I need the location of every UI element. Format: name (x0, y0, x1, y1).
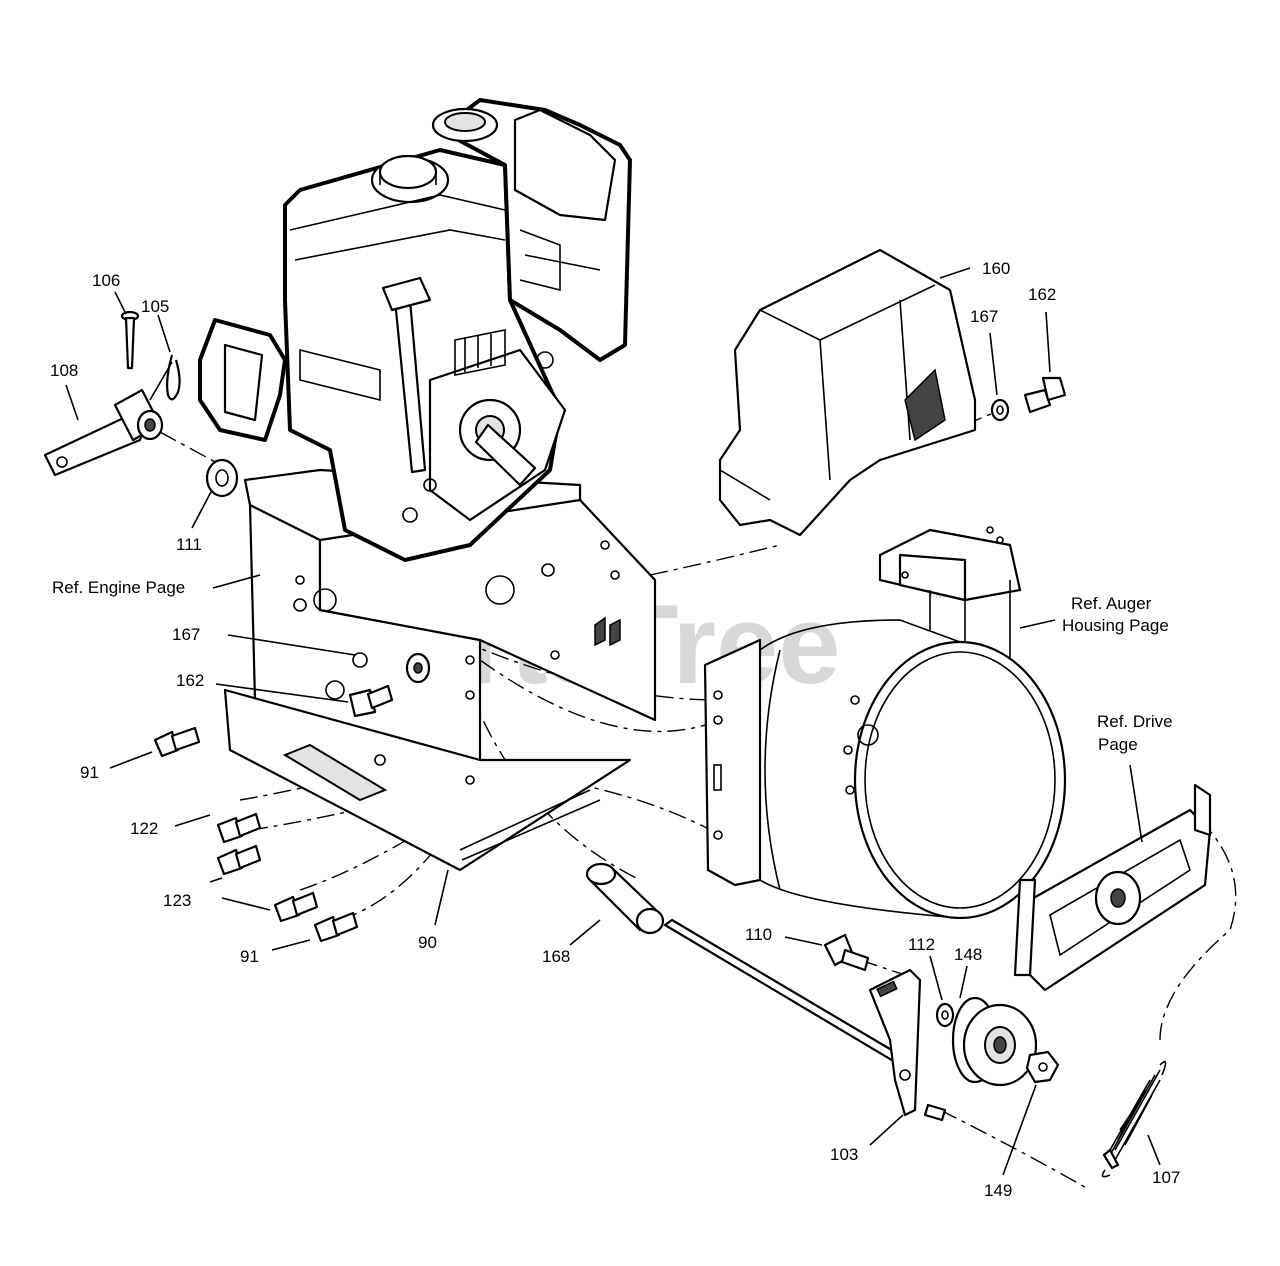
belt-cover-160 (718, 248, 977, 537)
ref-auger-line2: Housing Page (1062, 616, 1169, 635)
callout-91-upper: 91 (80, 763, 99, 782)
callout-110: 110 (745, 925, 772, 944)
ref-drive-line1: Ref. Drive (1097, 712, 1173, 731)
spacer-168 (585, 862, 665, 935)
washer-167-right (990, 398, 1010, 422)
nut-149 (1025, 1050, 1060, 1084)
callout-162-right: 162 (1028, 285, 1056, 304)
callout-160: 160 (982, 259, 1010, 278)
callout-162-left: 162 (176, 671, 204, 690)
pin-106 (120, 310, 140, 370)
callout-107: 107 (1152, 1168, 1180, 1187)
auger-housing (703, 526, 1067, 920)
callout-149: 149 (984, 1181, 1012, 1200)
bolt-123 (216, 844, 262, 876)
engine (198, 98, 632, 562)
bolt-91-lower-a (273, 891, 319, 923)
callout-105: 105 (141, 297, 169, 316)
callout-168: 168 (542, 947, 570, 966)
callout-91-lower: 91 (240, 947, 259, 966)
idler-pulley-148 (951, 996, 1038, 1087)
ref-engine-page: Ref. Engine Page (52, 578, 185, 597)
callout-123: 123 (163, 891, 191, 910)
drive-plate (1013, 783, 1212, 992)
bolt-162-right (1023, 376, 1067, 414)
bolt-91-upper (153, 726, 201, 758)
leader-lines (65, 267, 1161, 1176)
callout-labels: 106 105 108 111 160 167 162 167 162 91 1… (50, 259, 1180, 1200)
callout-111: 111 (176, 535, 202, 554)
bolt-162-left (348, 684, 394, 718)
callout-90: 90 (418, 933, 437, 952)
callout-167-left: 167 (172, 625, 200, 644)
ref-drive-line2: Page (1098, 735, 1138, 754)
bolt-91-lower-b (313, 911, 359, 943)
callout-112: 112 (908, 935, 935, 954)
callout-167-right: 167 (970, 307, 998, 326)
callout-148: 148 (954, 945, 982, 964)
callout-106: 106 (92, 271, 120, 290)
bolt-110 (823, 933, 870, 972)
idler-bracket-103 (868, 968, 947, 1122)
callout-103: 103 (830, 1145, 858, 1164)
ref-auger-line1: Ref. Auger (1071, 594, 1152, 613)
callout-108: 108 (50, 361, 78, 380)
idler-shaft (663, 918, 902, 1064)
washer-167-left (405, 652, 431, 684)
hairpin-clip-105 (149, 354, 181, 401)
washer-112 (935, 1002, 955, 1028)
bracket-108 (43, 388, 164, 477)
bolt-122 (216, 812, 262, 844)
callout-122: 122 (130, 819, 158, 838)
spring-107 (1101, 1060, 1167, 1178)
washer-111 (205, 458, 239, 498)
